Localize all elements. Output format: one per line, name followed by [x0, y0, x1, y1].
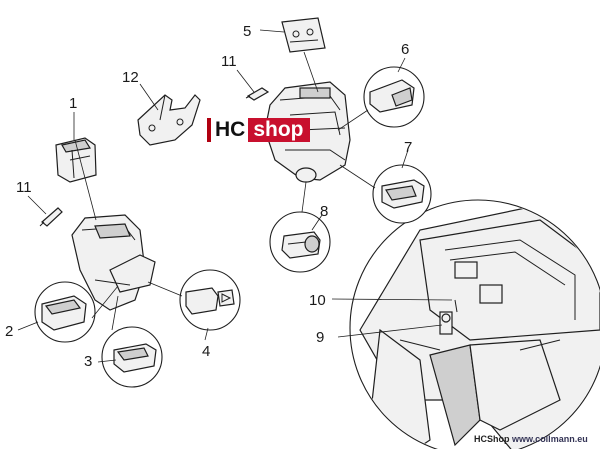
part-2-circle [34, 281, 96, 343]
watermark-hc: HC [207, 118, 249, 142]
switch-housing-left [71, 214, 156, 311]
part-11-screw-top [245, 87, 270, 101]
part-6-circle [363, 66, 425, 128]
callout-5: 5 [243, 23, 251, 40]
part-8-circle [269, 211, 331, 273]
callout-7: 7 [404, 139, 412, 156]
footer-brand: HCShop [474, 434, 510, 444]
callout-11-left: 11 [16, 179, 32, 196]
part-7-circle [372, 164, 432, 224]
callout-12: 12 [122, 69, 139, 86]
part-12-bracket [137, 94, 201, 146]
callout-3: 3 [84, 353, 92, 370]
detail-inset-circle [349, 199, 600, 449]
callout-4: 4 [202, 343, 210, 360]
part-11-screw-left [39, 207, 63, 227]
callout-11-top: 11 [221, 53, 237, 70]
callout-8: 8 [320, 203, 328, 220]
callout-2: 2 [5, 323, 13, 340]
footer-credit: HCShop www.collmann.eu [474, 434, 588, 444]
leader-lines [17, 29, 453, 363]
callout-1: 1 [69, 95, 77, 112]
part-4-circle [179, 269, 241, 331]
callout-10: 10 [309, 292, 326, 309]
hcshop-watermark-logo: HC shop [207, 118, 321, 142]
callout-6: 6 [401, 41, 409, 58]
callout-9: 9 [316, 329, 324, 346]
part-5-cover [281, 17, 326, 53]
part-3-circle [101, 326, 163, 388]
footer-url: www.collmann.eu [512, 434, 588, 444]
callout-labels: 1 2 3 4 5 6 7 8 9 10 11 11 12 [5, 23, 412, 370]
watermark-shop: shop [248, 118, 310, 142]
part-1-switch [55, 137, 97, 183]
